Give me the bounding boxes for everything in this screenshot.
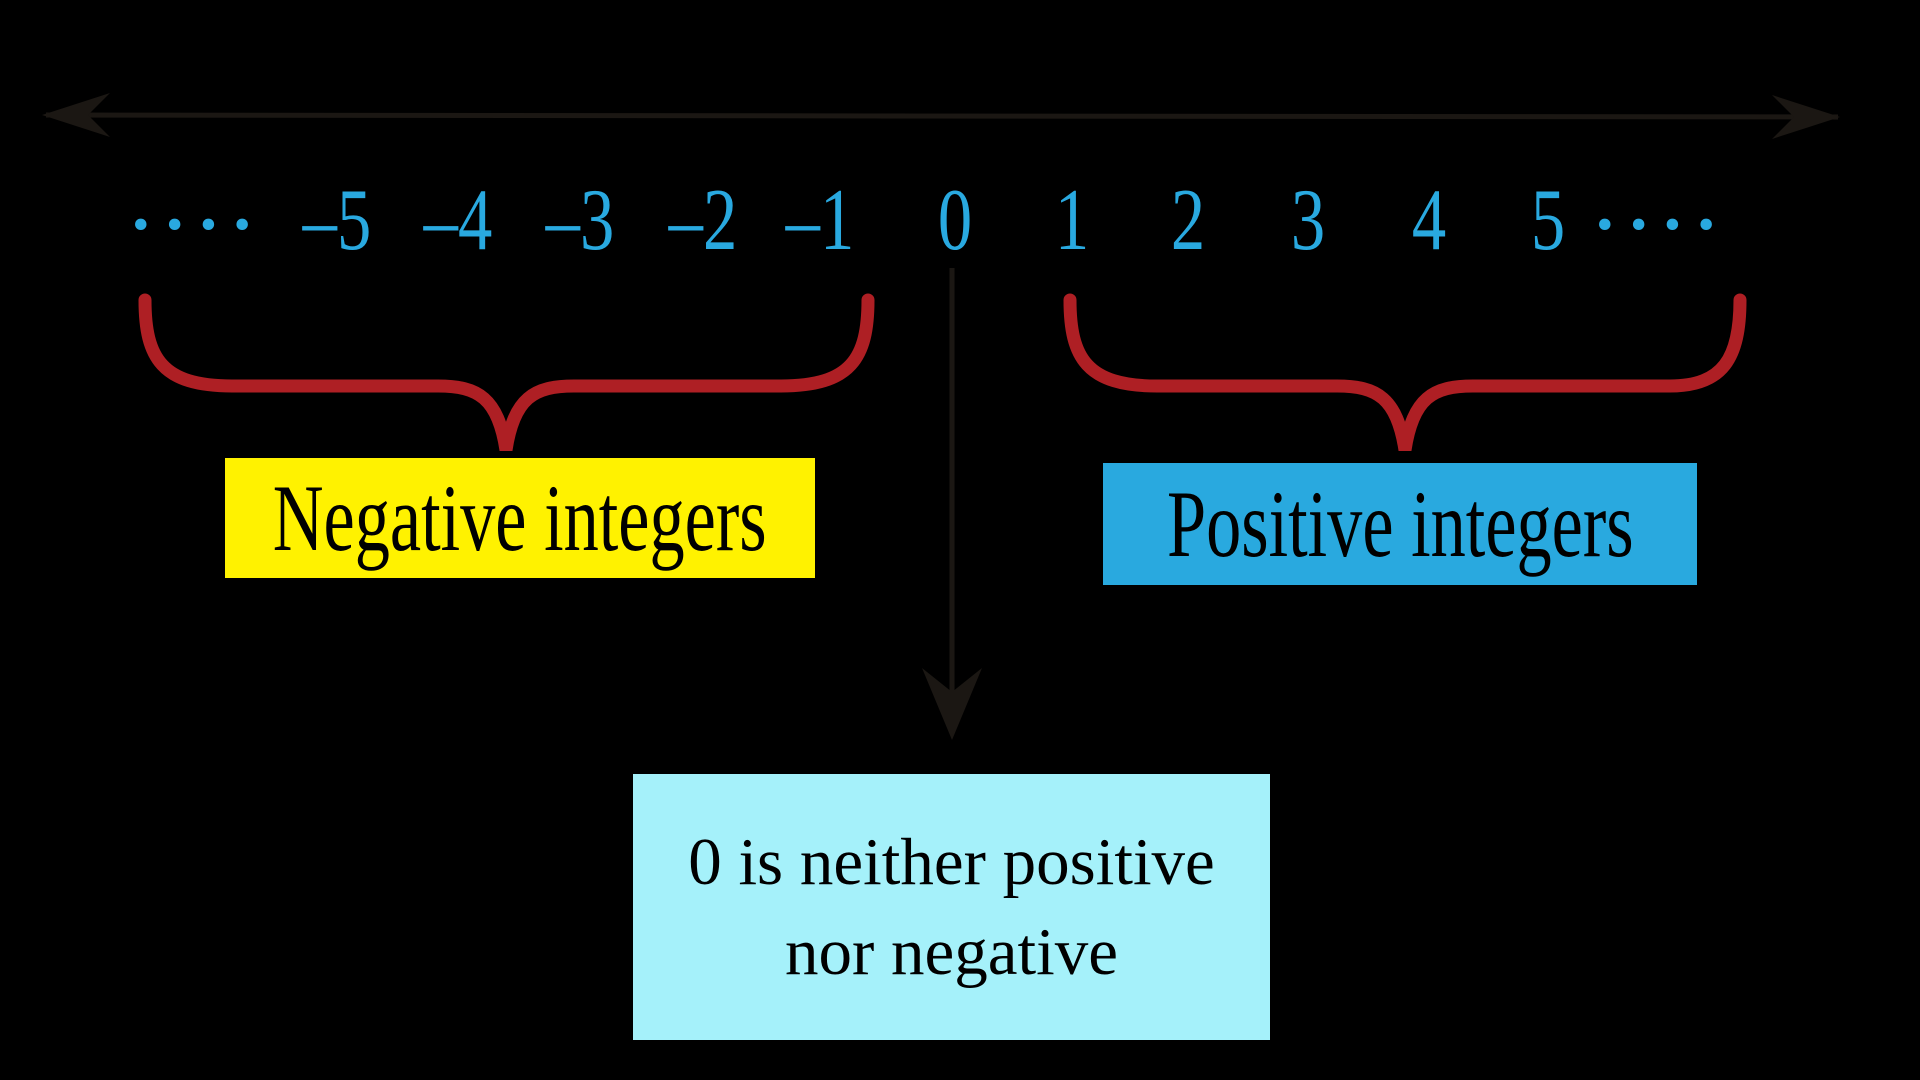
positive-integers-box: Positive integers bbox=[1103, 463, 1697, 585]
positive-underbrace bbox=[1063, 293, 1747, 452]
number-label: 5 bbox=[1530, 172, 1566, 269]
number-label: 1 bbox=[1054, 172, 1090, 269]
number-label: –4 bbox=[423, 172, 493, 269]
number-line bbox=[45, 112, 1839, 120]
ellipsis-dots: •••• bbox=[132, 198, 268, 251]
number-label: 0 bbox=[937, 172, 973, 269]
zero-note-line1: 0 is neither positive bbox=[688, 825, 1215, 899]
positive-integers-label: Positive integers bbox=[1166, 470, 1634, 577]
left-arrowhead-icon bbox=[42, 93, 110, 137]
number-label: –5 bbox=[302, 172, 372, 269]
negative-integers-box: Negative integers bbox=[225, 458, 815, 578]
right-arrowhead-icon bbox=[1772, 95, 1840, 139]
zero-note-line2: nor negative bbox=[784, 915, 1118, 989]
number-label: 2 bbox=[1170, 172, 1206, 269]
number-label: –2 bbox=[668, 172, 738, 269]
zero-note-box: 0 is neither positive nor negative bbox=[633, 774, 1270, 1040]
number-label: 4 bbox=[1411, 172, 1447, 269]
number-label: 3 bbox=[1290, 172, 1326, 269]
number-label: –3 bbox=[545, 172, 615, 269]
ellipsis-dots: •••• bbox=[1596, 198, 1732, 251]
negative-underbrace bbox=[138, 293, 875, 452]
negative-integers-label: Negative integers bbox=[273, 464, 767, 571]
down-arrowhead-icon bbox=[922, 668, 982, 740]
number-label: –1 bbox=[785, 172, 855, 269]
